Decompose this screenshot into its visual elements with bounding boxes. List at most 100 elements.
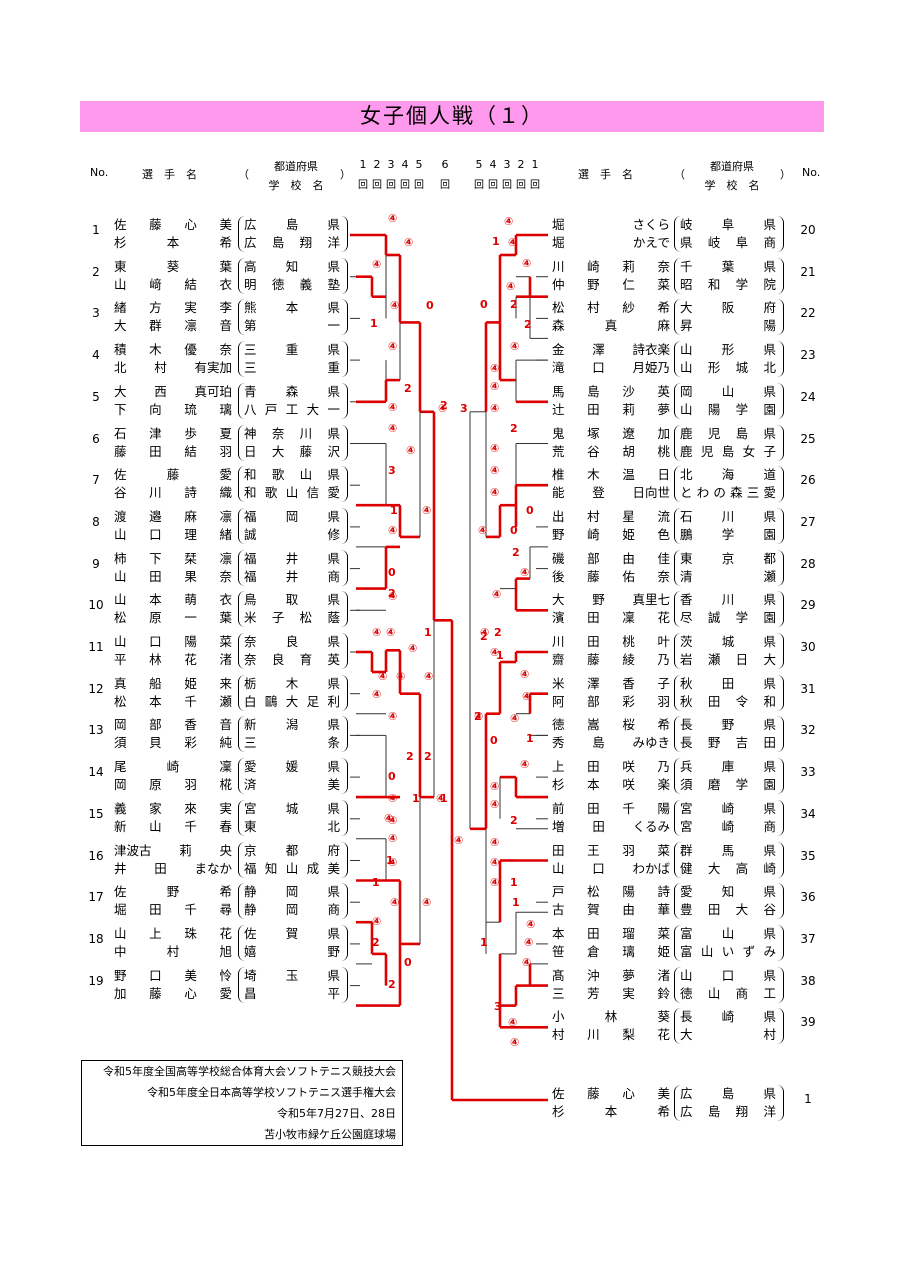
entry-no: 32 bbox=[800, 723, 816, 738]
prefecture: 秋田県 bbox=[680, 675, 776, 691]
school-bracket bbox=[238, 216, 348, 252]
match-score-70: ④ bbox=[490, 646, 499, 659]
match-score-78: ④ bbox=[520, 758, 529, 771]
player-2-name: 下向琉璃 bbox=[114, 401, 232, 417]
player-1-name: 津波古莉央 bbox=[114, 842, 232, 858]
match-score-64: 0 bbox=[510, 524, 518, 537]
school-name: 富山いずみ bbox=[680, 943, 776, 959]
player-2-name: 三芳実鈴 bbox=[552, 985, 670, 1001]
match-score-18: ④ bbox=[386, 626, 395, 639]
school-bracket bbox=[238, 841, 348, 878]
entry-no: 19 bbox=[88, 973, 104, 988]
match-score-65: 2 bbox=[512, 546, 520, 559]
player-2-name: 平林花渚 bbox=[114, 652, 232, 667]
player-1-name: 義家來実 bbox=[114, 800, 232, 816]
player-1-name: 真船姫来 bbox=[114, 675, 232, 691]
player-1-name: 柿下栞凛 bbox=[114, 550, 232, 566]
match-score-31: ④ bbox=[436, 792, 445, 805]
prefecture: 長野県 bbox=[680, 717, 776, 733]
player-1-name: 佐藤心美 bbox=[552, 1086, 670, 1101]
player-2-name: 杉本咲楽 bbox=[552, 777, 670, 793]
school-bracket bbox=[674, 591, 784, 628]
entry-no: 18 bbox=[88, 931, 104, 946]
player-1-name: 田王羽菜 bbox=[552, 842, 670, 858]
match-score-89: ④ bbox=[522, 956, 531, 969]
player-1-name: 大野真里七 bbox=[552, 592, 670, 608]
match-score-3: ④ bbox=[390, 299, 399, 312]
header-paren-close-right: ） bbox=[780, 168, 791, 181]
player-1-name: 堀さくら bbox=[552, 217, 670, 232]
prefecture: 山口県 bbox=[680, 967, 776, 983]
player-2-name: 阿部彩羽 bbox=[552, 693, 670, 709]
match-score-80: ④ bbox=[490, 798, 499, 811]
match-score-20: 1 bbox=[424, 626, 432, 639]
header-school-right: 学 校 名 bbox=[704, 179, 760, 192]
entry-no: 7 bbox=[92, 473, 100, 488]
school-bracket bbox=[674, 507, 784, 544]
school-bracket bbox=[674, 799, 784, 836]
header-school-left: 学 校 名 bbox=[268, 179, 324, 192]
entry-no: 12 bbox=[88, 681, 104, 696]
match-score-84: 1 bbox=[510, 876, 518, 889]
school-name: 明徳義塾 bbox=[244, 276, 340, 292]
school-name: 第一 bbox=[244, 318, 340, 334]
player-2-name: 笹倉璃姫 bbox=[552, 943, 670, 959]
prefecture: 千葉県 bbox=[680, 258, 776, 274]
school-name: 福知山成美 bbox=[244, 860, 340, 876]
entry-no: 5 bbox=[92, 389, 100, 404]
round-checks-right: 回回回回回 bbox=[474, 180, 540, 191]
match-score-13: 1 bbox=[390, 504, 398, 517]
player-1-name: 渡邉麻凛 bbox=[114, 508, 232, 524]
match-score-36: ④ bbox=[422, 896, 431, 909]
entry-no: 24 bbox=[800, 389, 816, 404]
player-1-name: 前田千陽 bbox=[552, 800, 670, 816]
prefecture: 長崎県 bbox=[680, 1009, 776, 1025]
player-2-name: 大群凛音 bbox=[114, 318, 232, 334]
match-score-75: ④ bbox=[510, 712, 519, 725]
prefecture: 広島県 bbox=[680, 1086, 776, 1101]
player-1-name: 椎木温日 bbox=[552, 467, 670, 483]
school-name: 岩瀬日大 bbox=[680, 652, 776, 667]
entry-no: 29 bbox=[800, 598, 816, 613]
prefecture: 高知県 bbox=[244, 258, 340, 274]
school-name: 米子松蔭 bbox=[244, 610, 340, 626]
match-score-85: ④ bbox=[490, 876, 499, 889]
event-date: 令和5年7月27日、28日 bbox=[277, 1107, 396, 1120]
school-bracket bbox=[238, 799, 348, 836]
player-2-name: 堀かえで bbox=[552, 235, 670, 250]
match-score-49: ④ bbox=[522, 257, 531, 270]
match-score-82: ④ bbox=[490, 836, 499, 849]
entry-no: 27 bbox=[800, 514, 816, 529]
header-paren-open-right: （ bbox=[674, 168, 685, 181]
school-bracket bbox=[674, 716, 784, 753]
match-score-15: ④ bbox=[388, 524, 397, 537]
player-2-name: 能登日向世 bbox=[552, 485, 670, 501]
match-score-69: 2 bbox=[480, 630, 488, 643]
entry-no: 30 bbox=[800, 640, 816, 654]
match-score-4: 0 bbox=[426, 299, 434, 312]
prefecture: 佐賀県 bbox=[244, 925, 340, 941]
school-name: 誠修 bbox=[244, 526, 340, 542]
match-score-33: 1 bbox=[386, 854, 394, 867]
match-score-34: 1 bbox=[372, 876, 380, 889]
prefecture: 奈良県 bbox=[244, 634, 340, 649]
prefecture: 石川県 bbox=[680, 508, 776, 524]
entry-no: 11 bbox=[88, 640, 104, 654]
entry-no: 1 bbox=[92, 223, 100, 237]
entry-no: 16 bbox=[88, 848, 104, 863]
match-score-86: 1 bbox=[512, 896, 520, 909]
prefecture: 福岡県 bbox=[244, 508, 340, 524]
match-score-1: ④ bbox=[404, 236, 413, 249]
entry-no: 22 bbox=[800, 306, 816, 321]
school-bracket bbox=[674, 1008, 784, 1045]
match-score-81: 2 bbox=[510, 814, 518, 827]
school-bracket bbox=[238, 924, 348, 961]
player-2-name: 中村旭 bbox=[114, 943, 232, 959]
entry-no: 3 bbox=[92, 306, 100, 321]
